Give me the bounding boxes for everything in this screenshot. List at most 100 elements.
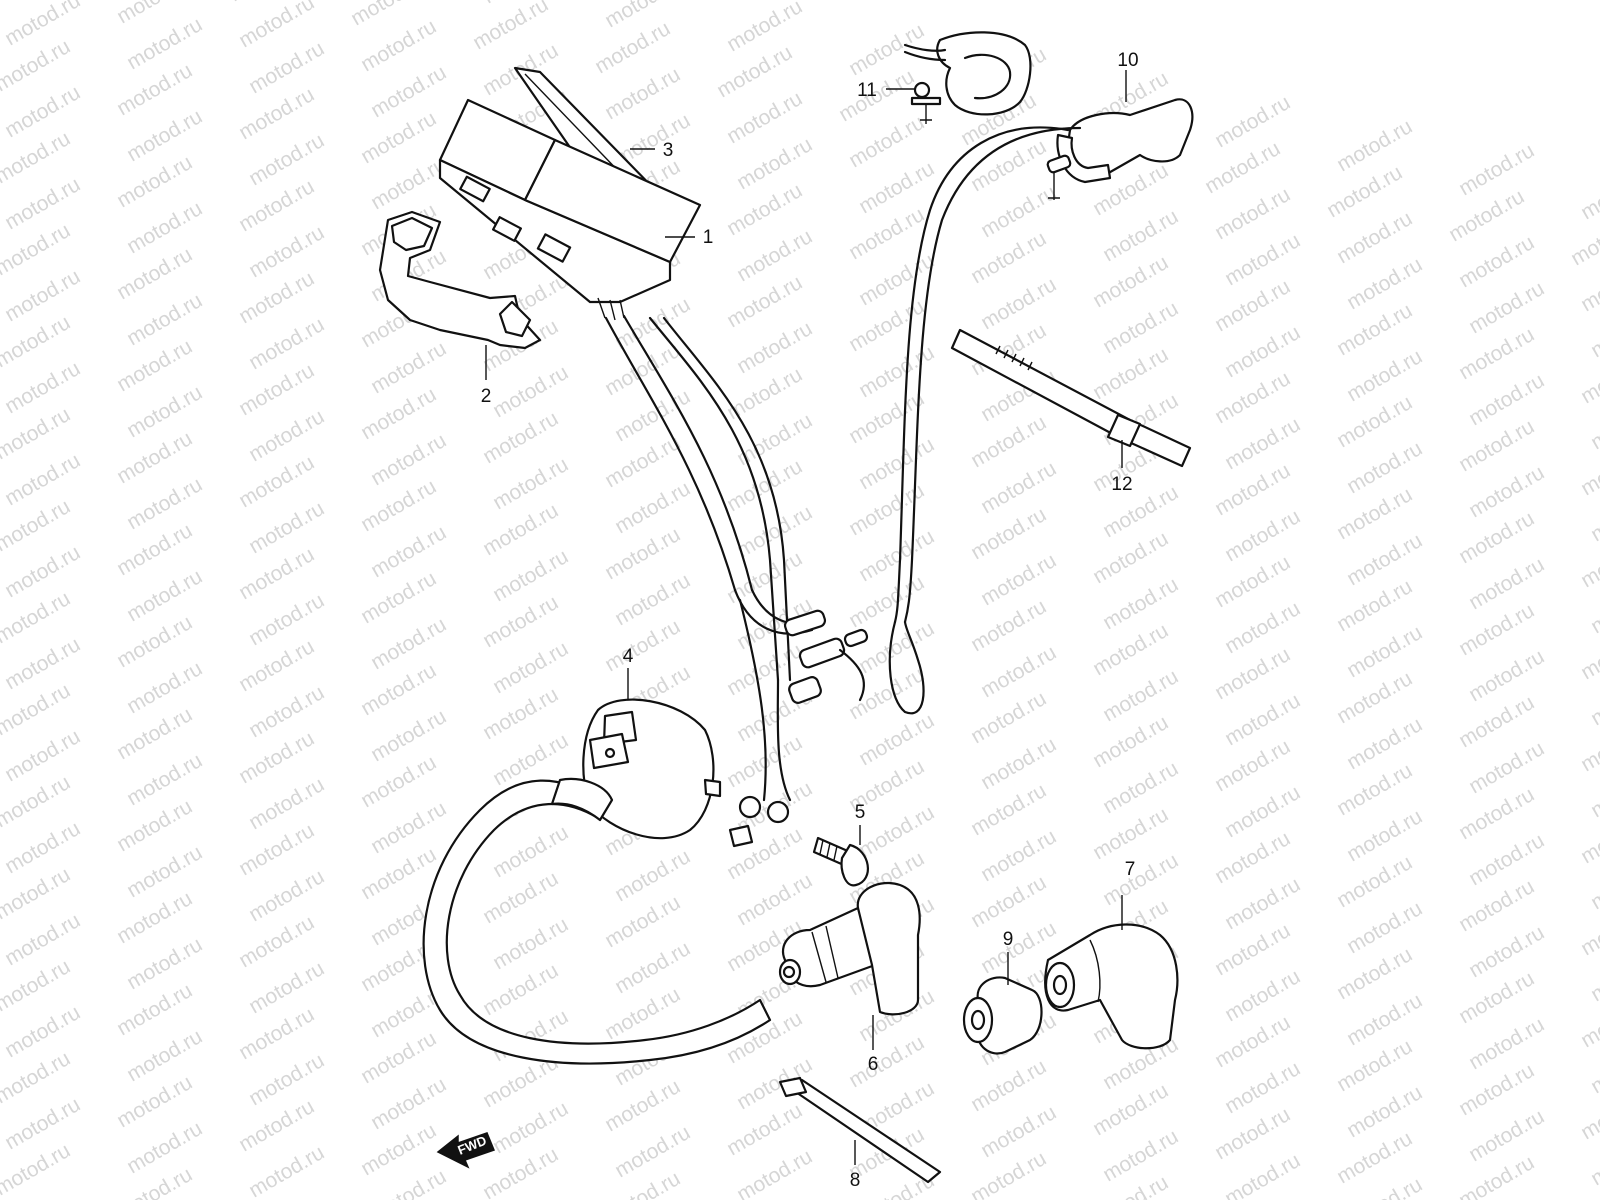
watermark-text: motod.ru bbox=[1465, 369, 1548, 430]
watermark-text: motod.ru bbox=[489, 545, 572, 606]
watermark-text: motod.ru bbox=[123, 197, 206, 258]
lead-loop bbox=[888, 620, 925, 715]
callout-6: 6 bbox=[868, 1054, 879, 1075]
watermark-text: motod.ru bbox=[123, 657, 206, 718]
watermark-text: motod.ru bbox=[1221, 965, 1304, 1026]
watermark-text: motod.ru bbox=[1099, 205, 1182, 266]
watermark-text: motod.ru bbox=[245, 773, 328, 834]
watermark-text: motod.ru bbox=[1465, 553, 1548, 614]
watermark-text: motod.ru bbox=[611, 477, 694, 538]
watermark-text: motod.ru bbox=[855, 341, 938, 402]
switch-lead bbox=[893, 126, 1070, 624]
watermark-text: motod.ru bbox=[601, 1167, 684, 1200]
watermark-text: motod.ru bbox=[733, 869, 816, 930]
watermark-text: motod.ru bbox=[1465, 921, 1548, 982]
cdi-unit bbox=[438, 98, 702, 321]
watermark-text: motod.ru bbox=[123, 565, 206, 626]
callout-9: 9 bbox=[1003, 929, 1014, 950]
watermark-text: motod.ru bbox=[733, 409, 816, 470]
cable-band bbox=[950, 328, 1192, 468]
watermark-text: motod.ru bbox=[123, 749, 206, 810]
watermark-text: motod.ru bbox=[123, 473, 206, 534]
watermark-text: motod.ru bbox=[1343, 805, 1426, 866]
watermark-text: motod.ru bbox=[367, 521, 450, 582]
watermark-text: motod.ru bbox=[1221, 689, 1304, 750]
watermark-text: motod.ru bbox=[1211, 91, 1294, 152]
callout-12: 12 bbox=[1111, 474, 1132, 495]
callout-2: 2 bbox=[481, 386, 492, 407]
watermark-text: motod.ru bbox=[1577, 163, 1600, 224]
watermark-text: motod.ru bbox=[489, 453, 572, 514]
watermark-text: motod.ru bbox=[977, 1101, 1060, 1162]
watermark-text: motod.ru bbox=[1343, 897, 1426, 958]
wire-connector bbox=[783, 609, 869, 704]
screw bbox=[812, 836, 869, 887]
watermark-text: motod.ru bbox=[855, 525, 938, 586]
watermark-text: motod.ru bbox=[1465, 277, 1548, 338]
watermark-text: motod.ru bbox=[1, 817, 84, 878]
callout-1: 1 bbox=[703, 227, 714, 248]
watermark-text: motod.ru bbox=[245, 681, 328, 742]
watermark-text: motod.ru bbox=[1221, 873, 1304, 934]
watermark-text: motod.ru bbox=[855, 433, 938, 494]
watermark-text: motod.ru bbox=[123, 13, 206, 74]
watermark-text: motod.ru bbox=[245, 957, 328, 1018]
callout-8: 8 bbox=[850, 1170, 861, 1191]
cable-tie bbox=[778, 1076, 942, 1184]
engine-stop-switch bbox=[1046, 98, 1194, 200]
watermark-text: motod.ru bbox=[489, 821, 572, 882]
watermark-text: motod.ru bbox=[489, 1097, 572, 1158]
callout-10: 10 bbox=[1117, 50, 1138, 71]
watermark-text: motod.ru bbox=[123, 381, 206, 442]
watermark-text: motod.ru bbox=[1099, 757, 1182, 818]
watermark-text: motod.ru bbox=[367, 337, 450, 398]
watermark-text: motod.ru bbox=[123, 841, 206, 902]
watermark-text: motod.ru bbox=[1465, 1013, 1548, 1074]
watermark-text: motod.ru bbox=[1221, 505, 1304, 566]
grommet bbox=[962, 976, 1043, 1055]
watermark-text: motod.ru bbox=[1, 541, 84, 602]
watermark-text: motod.ru bbox=[855, 801, 938, 862]
watermark-text: motod.ru bbox=[367, 705, 450, 766]
rubber-strap bbox=[378, 210, 542, 350]
wiring-harness bbox=[604, 314, 869, 848]
watermark-text: motod.ru bbox=[977, 181, 1060, 242]
callouts: 3 1 2 4 5 6 7 8 9 10 11 12 bbox=[481, 50, 1139, 1191]
watermark-text: motod.ru bbox=[1, 909, 84, 970]
watermark-text: motod.ru bbox=[845, 19, 928, 80]
watermark-text: motod.ru bbox=[123, 289, 206, 350]
watermark-text: motod.ru bbox=[1221, 229, 1304, 290]
callout-7: 7 bbox=[1125, 859, 1136, 880]
watermark-text: motod.ru bbox=[1333, 115, 1416, 176]
watermark-text: motod.ru bbox=[367, 613, 450, 674]
watermark-text: motod.ru bbox=[977, 457, 1060, 518]
watermark-text: motod.ru bbox=[367, 61, 450, 122]
watermark-text: motod.ru bbox=[1099, 573, 1182, 634]
watermark-text: motod.ru bbox=[977, 641, 1060, 702]
watermark-text: motod.ru bbox=[123, 933, 206, 994]
watermark-text: motod.ru bbox=[1343, 253, 1426, 314]
watermark-text: motod.ru bbox=[1, 173, 84, 234]
watermark-text: motod.ru bbox=[733, 501, 816, 562]
ring-terminal bbox=[728, 795, 790, 848]
watermark-text: motod.ru bbox=[367, 797, 450, 858]
watermark-text: motod.ru bbox=[1, 265, 84, 326]
watermark-text: motod.ru bbox=[967, 1147, 1050, 1200]
watermark-text: motod.ru bbox=[245, 589, 328, 650]
watermark-text: motod.ru bbox=[1343, 1081, 1426, 1142]
watermark-text: motod.ru bbox=[611, 1121, 694, 1182]
watermark-text: motod.ru bbox=[1, 633, 84, 694]
watermark-text: motod.ru bbox=[1221, 413, 1304, 474]
watermark-text: motod.ru bbox=[611, 845, 694, 906]
ignition-coil bbox=[422, 698, 772, 1065]
watermark-text: motod.ru bbox=[245, 1049, 328, 1110]
watermark-text: motod.ru bbox=[1089, 1171, 1172, 1200]
watermark-text: motod.ru bbox=[611, 293, 694, 354]
watermark-text: motod.ru bbox=[123, 105, 206, 166]
watermark-text: motod.ru bbox=[1465, 829, 1548, 890]
watermark-text: motod.ru bbox=[123, 1117, 206, 1178]
watermark-text: motod.ru bbox=[489, 361, 572, 422]
watermark-text: motod.ru bbox=[1455, 139, 1538, 200]
